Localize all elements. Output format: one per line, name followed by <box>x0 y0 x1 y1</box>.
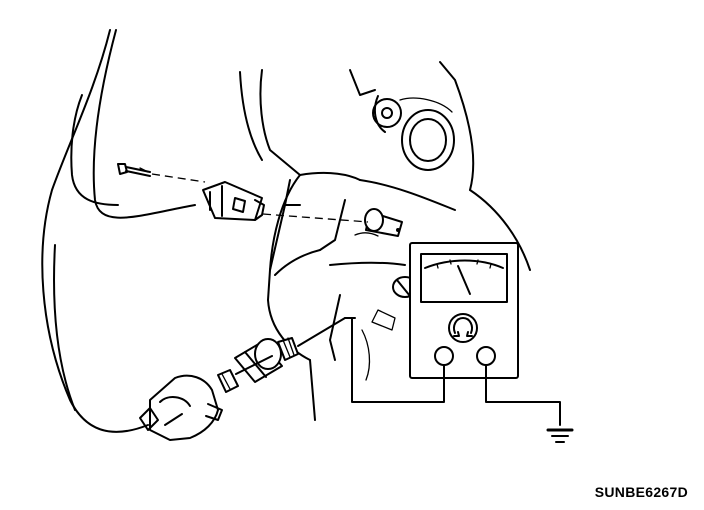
figure-code: SUNBE6267D <box>594 484 688 500</box>
block-fitting <box>361 276 418 381</box>
ohm-symbol-icon <box>448 313 478 343</box>
connector-plug <box>139 374 223 441</box>
engine-boss <box>372 95 455 171</box>
meter-terminal-negative <box>476 346 496 366</box>
test-leads <box>344 317 561 426</box>
meter-terminal-positive <box>434 346 454 366</box>
wire-harness <box>41 29 196 433</box>
knock-sensor <box>217 317 346 393</box>
ohmmeter <box>409 242 519 379</box>
mounting-bolt <box>117 163 206 183</box>
sensor-mounting-bore <box>364 208 403 237</box>
upper-sensor <box>202 181 369 223</box>
ground-symbol-icon <box>546 428 574 443</box>
